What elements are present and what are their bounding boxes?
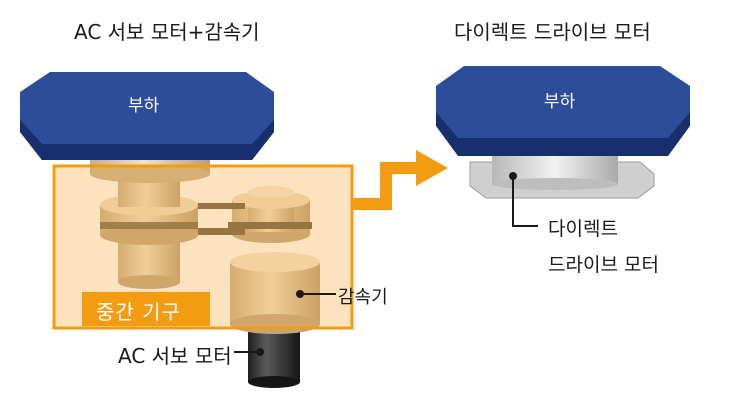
left-load-label: 부하	[128, 96, 160, 116]
dd-motor-label-line1: 다이렉트	[548, 218, 618, 240]
reducer-label: 감속기	[338, 287, 388, 308]
leader-lines	[234, 172, 538, 356]
intermediate-label: 중간 기구	[96, 300, 181, 324]
right-load-label: 부하	[544, 92, 576, 112]
servo-motor-label: AC 서보 모터	[118, 344, 232, 368]
arrow-icon	[352, 150, 448, 210]
left-load	[20, 72, 274, 160]
dd-motor	[469, 152, 655, 199]
dd-motor-label-line2: 드라이브 모터	[548, 254, 659, 276]
intermediate-label-bg	[82, 292, 210, 326]
belt	[185, 203, 312, 235]
left-title: AC 서보 모터+감속기	[74, 20, 260, 44]
right-title: 다이렉트 드라이브 모터	[454, 20, 651, 44]
right-load	[436, 66, 690, 156]
